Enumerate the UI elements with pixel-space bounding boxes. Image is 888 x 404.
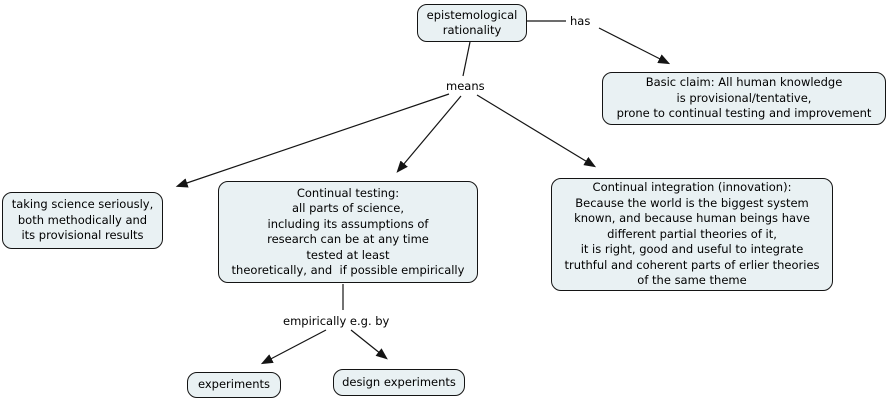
node-experiments[interactable]: experiments <box>187 372 281 398</box>
node-continual-integration[interactable]: Continual integration (innovation): Beca… <box>551 178 833 291</box>
arrow-has-to-basic-claim <box>598 27 671 65</box>
node-taking-science-seriously[interactable]: taking science seriously, both methodica… <box>2 192 163 249</box>
node-epistemological-rationality[interactable]: epistemological rationality <box>417 4 527 42</box>
arrow-means-to-continual-testing <box>396 95 462 173</box>
link-label-means[interactable]: means <box>446 79 485 93</box>
line-epist-to-means <box>462 41 471 77</box>
node-design-experiments[interactable]: design experiments <box>333 369 465 396</box>
arrow-empirically-to-design-experiments <box>350 329 388 360</box>
node-basic-claim[interactable]: Basic claim: All human knowledge is prov… <box>602 72 886 125</box>
node-continual-testing[interactable]: Continual testing: all parts of science,… <box>218 181 478 283</box>
arrow-means-to-taking-science <box>175 93 450 188</box>
link-label-empirically-eg-by[interactable]: empirically e.g. by <box>283 314 390 328</box>
arrow-means-to-continual-integration <box>476 94 597 168</box>
link-label-has[interactable]: has <box>570 14 591 28</box>
arrow-empirically-to-experiments <box>260 329 327 365</box>
